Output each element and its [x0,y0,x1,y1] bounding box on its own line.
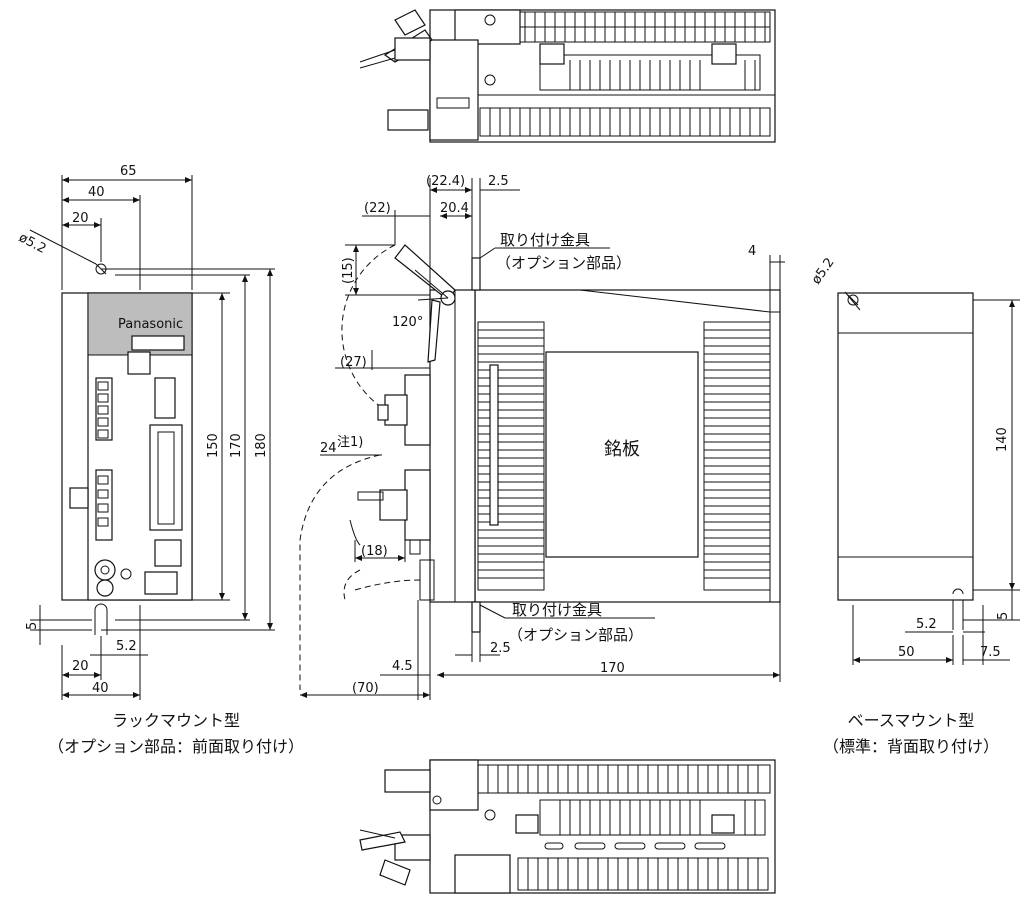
top-fins-lower [479,107,771,137]
dim-22: (22) [364,201,391,216]
side-fins-left [477,321,545,591]
top-connector [359,9,433,131]
bottom-view [359,759,776,894]
dim-20-bottom: 20 [72,659,89,674]
dim-140: 140 [995,427,1010,452]
bracket-top-label-1: 取り付け金具 [500,231,590,249]
base-caption-title: ベースマウント型 [848,711,975,730]
rack-front-connectors [69,377,183,597]
dim-24-note: 注1) [337,435,363,450]
dim-170-rack: 170 [229,433,244,458]
dim-40-bottom: 40 [92,681,109,696]
dim-52-base: 5.2 [916,617,937,632]
dim-20-top: 20 [72,211,89,226]
bracket-top-label-2: （オプション部品） [496,254,631,272]
rack-caption-title: ラックマウント型 [112,711,240,730]
dim-phi-rack: ø5.2 [16,230,48,257]
dim-25-top: 2.5 [488,174,509,189]
brand-logo: Panasonic [118,317,183,332]
dim-5-rack: 5 [25,622,40,630]
dim-27: (27) [340,355,367,370]
dim-50: 50 [898,645,915,660]
bottom-slots [517,842,769,891]
rack-caption-sub: （オプション部品：前面取り付け） [48,737,304,756]
bottom-connector [359,769,431,886]
dim-204: 20.4 [440,201,469,216]
base-mount-rear-view: 4 ø5.2 140 5 5.2 50 7.5 ベースマウント型 （標準：背面取… [748,244,1020,756]
dim-18: (18) [361,544,388,559]
dim-52-rack: 5.2 [116,639,137,654]
bracket-bottom-label-2: （オプション部品） [508,626,643,644]
dim-180: 180 [254,433,269,458]
dim-45: 4.5 [392,659,413,674]
dim-5-base: 5 [996,612,1011,620]
base-caption-sub: （標準：背面取り付け） [823,737,999,756]
dim-70: (70) [352,681,379,696]
dim-120-angle: 120° [392,315,423,330]
nameplate-label: 銘板 [604,439,640,460]
dim-15: (15) [341,257,356,284]
rack-dimension-lines [29,175,275,700]
dim-224: (22.4) [426,174,465,189]
dim-25-bottom: 2.5 [490,641,511,656]
side-connectors [299,374,435,690]
dim-phi-base: ø5.2 [809,255,838,287]
dim-4: 4 [748,244,756,259]
dim-150: 150 [206,433,221,458]
side-dimension-lines [300,178,781,700]
top-fins-middle [539,43,761,91]
top-view [359,9,776,143]
dim-40-top: 40 [88,185,105,200]
side-fins-right [703,321,771,591]
bracket-bottom-label-1: 取り付け金具 [512,601,602,619]
bottom-fins-middle [515,799,766,836]
dim-75: 7.5 [980,645,1001,660]
base-dimension-lines [769,255,1020,665]
rack-mount-front-view: Panasonic [16,164,304,756]
side-view: 銘板 取り付け金具 （オプション部品） [299,174,781,700]
dim-65: 65 [120,164,137,179]
bottom-fins-upper [477,764,771,794]
dim-170-side: 170 [600,661,625,676]
top-fins-upper [519,11,771,43]
nameplate-box [545,351,699,558]
dim-24: 24 [320,441,337,456]
